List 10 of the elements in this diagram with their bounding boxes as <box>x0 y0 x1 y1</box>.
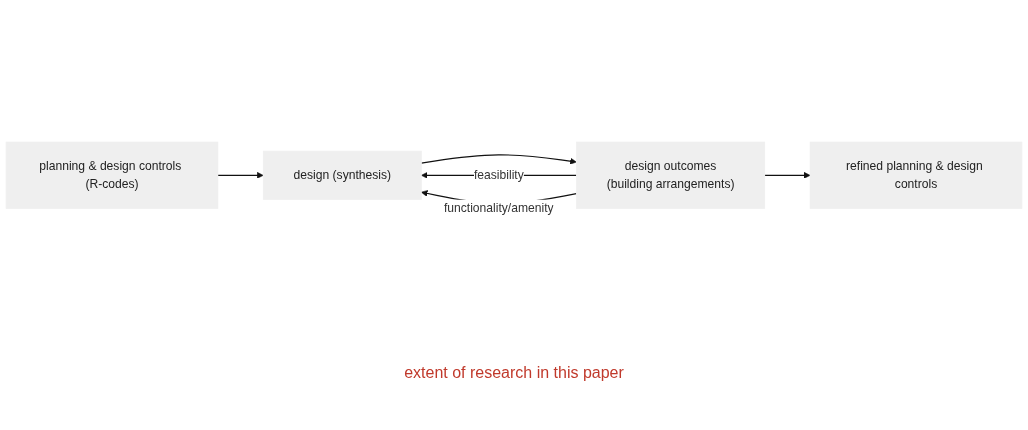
edge-label: feasibility <box>473 168 524 182</box>
arrow <box>764 172 811 179</box>
node-box: design (synthesis) <box>262 150 422 201</box>
bracket-note: extent of research in this paper <box>404 364 624 382</box>
edge-label: functionality/amenity <box>443 201 554 215</box>
arrow <box>217 172 264 179</box>
node-box: planning & design controls (R-codes) <box>5 141 219 210</box>
node-box: design outcomes (building arrangements) <box>576 141 766 210</box>
arrow <box>420 154 577 165</box>
node-box: refined planning & design controls <box>809 141 1023 210</box>
